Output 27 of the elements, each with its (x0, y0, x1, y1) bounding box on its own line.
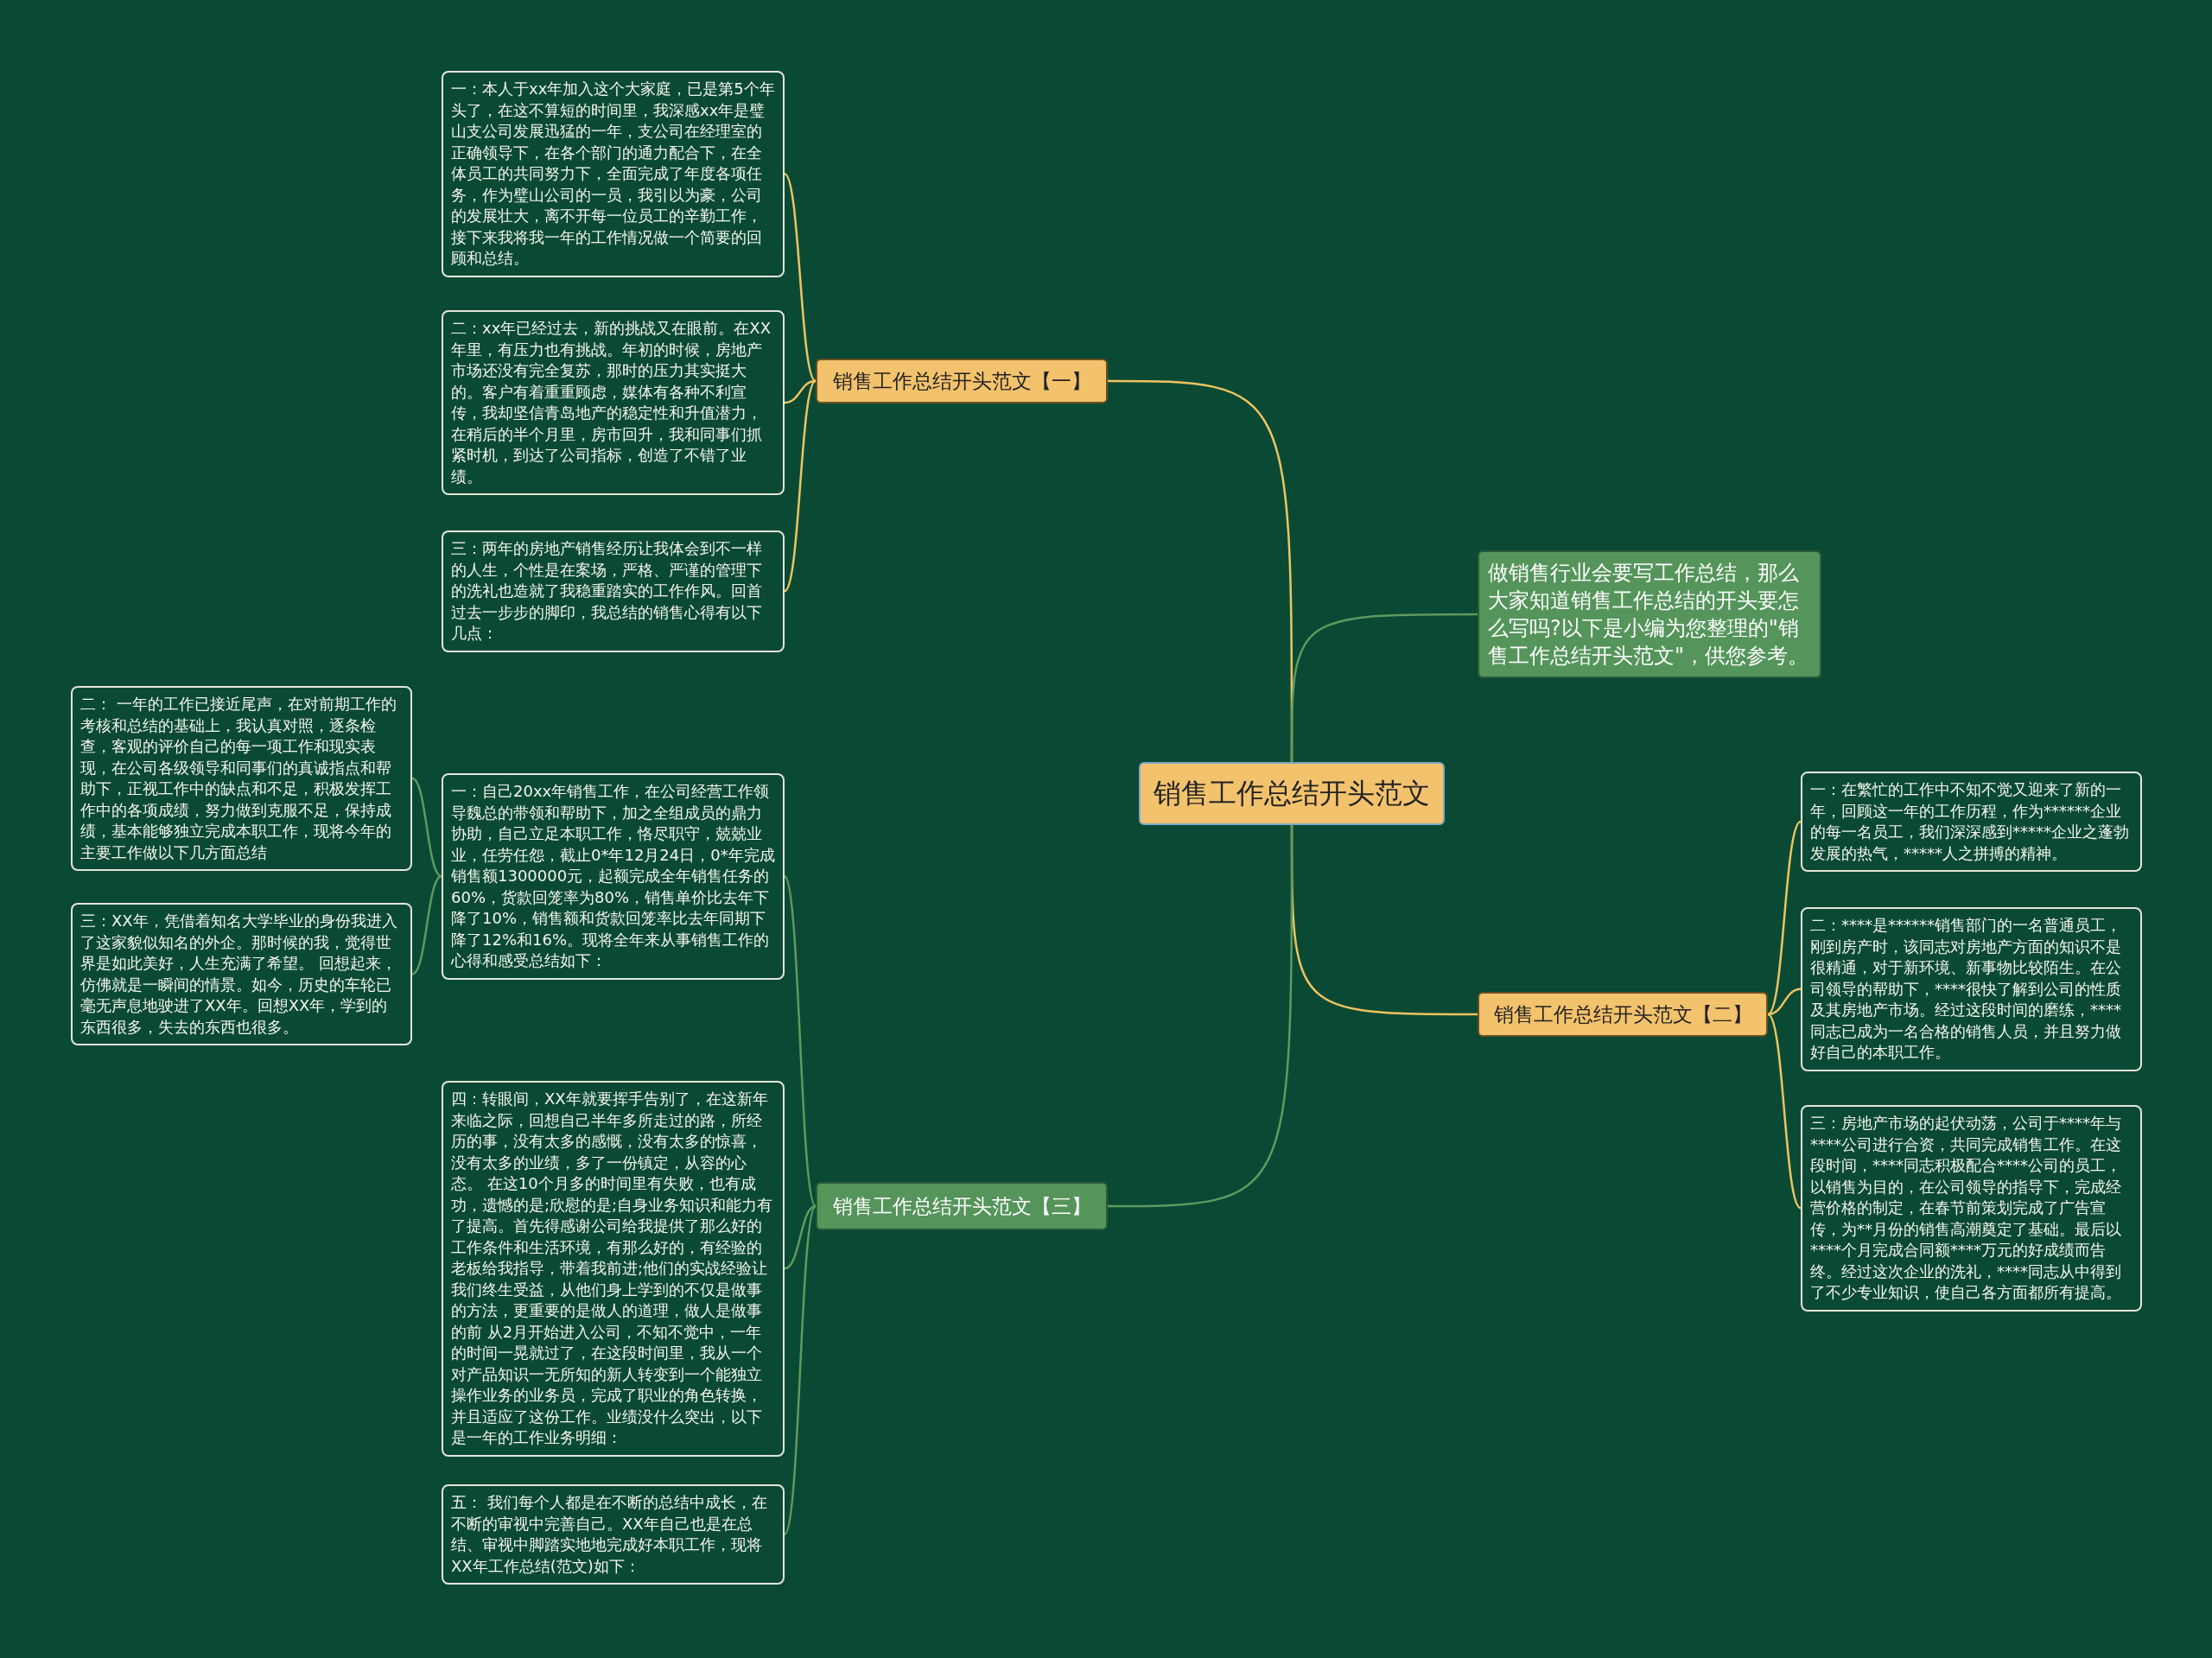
branch-box: 销售工作总结开头范文【三】 (816, 1182, 1108, 1230)
connector-line (783, 875, 817, 1207)
branch-box: 销售工作总结开头范文【一】 (816, 359, 1108, 403)
text-card: 一：本人于xx年加入这个大家庭，已是第5个年头了，在这不算短的时间里，我深感xx年是璧山支公司发展迅猛的一年，支公司在经理室的正确领导下，在各个部门的通力配合下，在全体员工的共同努力下，全面完成了年度各项任务，作为璧山公司的一员，我引以为豪，公司的发展壮大，离不开每一位员工的辛勤工作，接下来我将我一年的工作情况做一个简要的回顾和总结。 (442, 71, 785, 277)
text-card: 五： 我们每个人都是在不断的总结中成长，在不断的审视中完善自己。XX年自己也是在总结、审视中脚踏实地地完成好本职工作，现将XX年工作总结(范文)如下： (442, 1484, 785, 1585)
text-card: 二：****是******销售部门的一名普通员工，刚到房产时，该同志对房地产方面的知识不是很精通，对于新环境、新事物比较陌生。在公司领导的帮助下，****很快了解到公司的性质及其房地产市场。经过这段时间的磨练，****同志已成为一名合格的销售人员，并且努力做好自己的本职工作。 (1801, 907, 2142, 1071)
connector-line (784, 173, 817, 382)
connector-line (1108, 825, 1294, 1208)
branch-box: 销售工作总结开头范文【二】 (1478, 992, 1768, 1037)
central-topic-box: 销售工作总结开头范文 (1139, 762, 1445, 825)
connector-line (784, 379, 817, 404)
connector-line (783, 1205, 817, 1535)
connector-line (1290, 613, 1478, 762)
text-card: 三：房地产市场的起伏动荡，公司于****年与****公司进行合资，共同完成销售工作。在这段时间，****同志积极配合****公司的员工，以销售为目的，在公司领导的指导下，完成经营价格的制定，在春节前策划完成了广告宣传，为**月份的销售高潮奠定了基础。最后以****个月完成合同额****万元的好成绩而告终。经过这次企业的洗礼，****同志从中得到了不少专业知识，使自己各方面都所有提高。 (1801, 1105, 2142, 1312)
text-card: 三：XX年，凭借着知名大学毕业的身份我进入了这家貌似知名的外企。那时候的我，觉得世界是如此美好，人生充满了希望。 回想起来，仿佛就是一瞬间的情景。如今，历史的车轮已毫无声息地驶进了XX年。回想XX年，学到的东西很多，失去的东西也很多。 (71, 903, 412, 1045)
text-card: 二： 一年的工作已接近尾声，在对前期工作的考核和总结的基础上，我认真对照，逐条检查，客观的评价自己的每一项工作和现实表现，在公司各级领导和同事们的真诚指点和帮助下，正视工作中的缺点和不足，积极发挥工作中的各项成绩，努力做到克服不足，保持成绩，基本能够独立完成本职工作，现将今年的主要工作做以下几方面总结 (71, 686, 412, 871)
connector-line (1767, 821, 1802, 1015)
summary-card: 做销售行业会要写工作总结，那么大家知道销售工作总结的开头要怎么写吗?以下是小编为您整理的"销售工作总结开头范文"，供您参考。 (1478, 550, 1821, 678)
text-card: 四：转眼间，XX年就要挥手告别了，在这新年来临之际，回想自己半年多所走过的路，所经历的事，没有太多的感慨，没有太多的惊喜，没有太多的业绩，多了一份镇定，从容的心态。 在这10个月多的时间里有失败，也有成功，遗憾的是;欣慰的是;自身业务知识和能力有了提高。首先得感谢公司给我提供了那么好的工作条件和生活环境，有那么好的，有经验的老板给我指导，带着我前进;他们的实战经验让我们终生受益，从他们身上学到的不仅是做事的方法，更重要的是做人的道理，做人是做事的前 从2月开始进入公司，不知不觉中，一年的时间一晃就过了，在这段时间里，我从一个对产品知识一无所知的新人转变到一个能独立操作业务的业务员，完成了职业的角色转换，并且适应了这份工作。业绩没什么突出，以下是一年的工作业务明细： (442, 1081, 785, 1457)
connector-line (784, 1204, 817, 1270)
text-card: 一：在繁忙的工作中不知不觉又迎来了新的一年，回顾这一年的工作历程，作为******企业的每一名员工，我们深深感到*****企业之蓬勃发展的热气，*****人之拼搏的精神。 (1801, 772, 2142, 872)
text-card: 三：两年的房地产销售经历让我体会到不一样的人生，个性是在案场，严格、严谨的管理下的洗礼也造就了我稳重踏实的工作作风。回首过去一步步的脚印，我总结的销售心得有以下几点： (442, 530, 785, 652)
text-card: 二：xx年已经过去，新的挑战又在眼前。在XX年里，有压力也有挑战。年初的时候，房地产市场还没有完全复苏，那时的压力其实挺大的。客户有着重重顾虑，媒体有各种不利宣传，我却坚信青岛地产的稳定性和升值潜力，在稍后的半个月里，房市回升，我和同事们抓紧时机，到达了公司指标，创造了不错了业绩。 (442, 310, 785, 495)
connector-line (1767, 1013, 1802, 1210)
text-card: 一：自己20xx年销售工作，在公司经营工作领导魏总的带领和帮助下，加之全组成员的鼎力协助，自己立足本职工作，恪尽职守，兢兢业业，任劳任怨，截止0*年12月24日，0*年完成销售额1300000元，起额完成全年销售任务的60%，货款回笼率为80%，销售单价比去年下降了10%，销售额和货款回笼率比去年同期下降了12%和16%。现将全年来从事销售工作的心得和感受总结如下： (442, 773, 785, 980)
connector-line (1767, 988, 1802, 1016)
connector-line (784, 380, 817, 593)
